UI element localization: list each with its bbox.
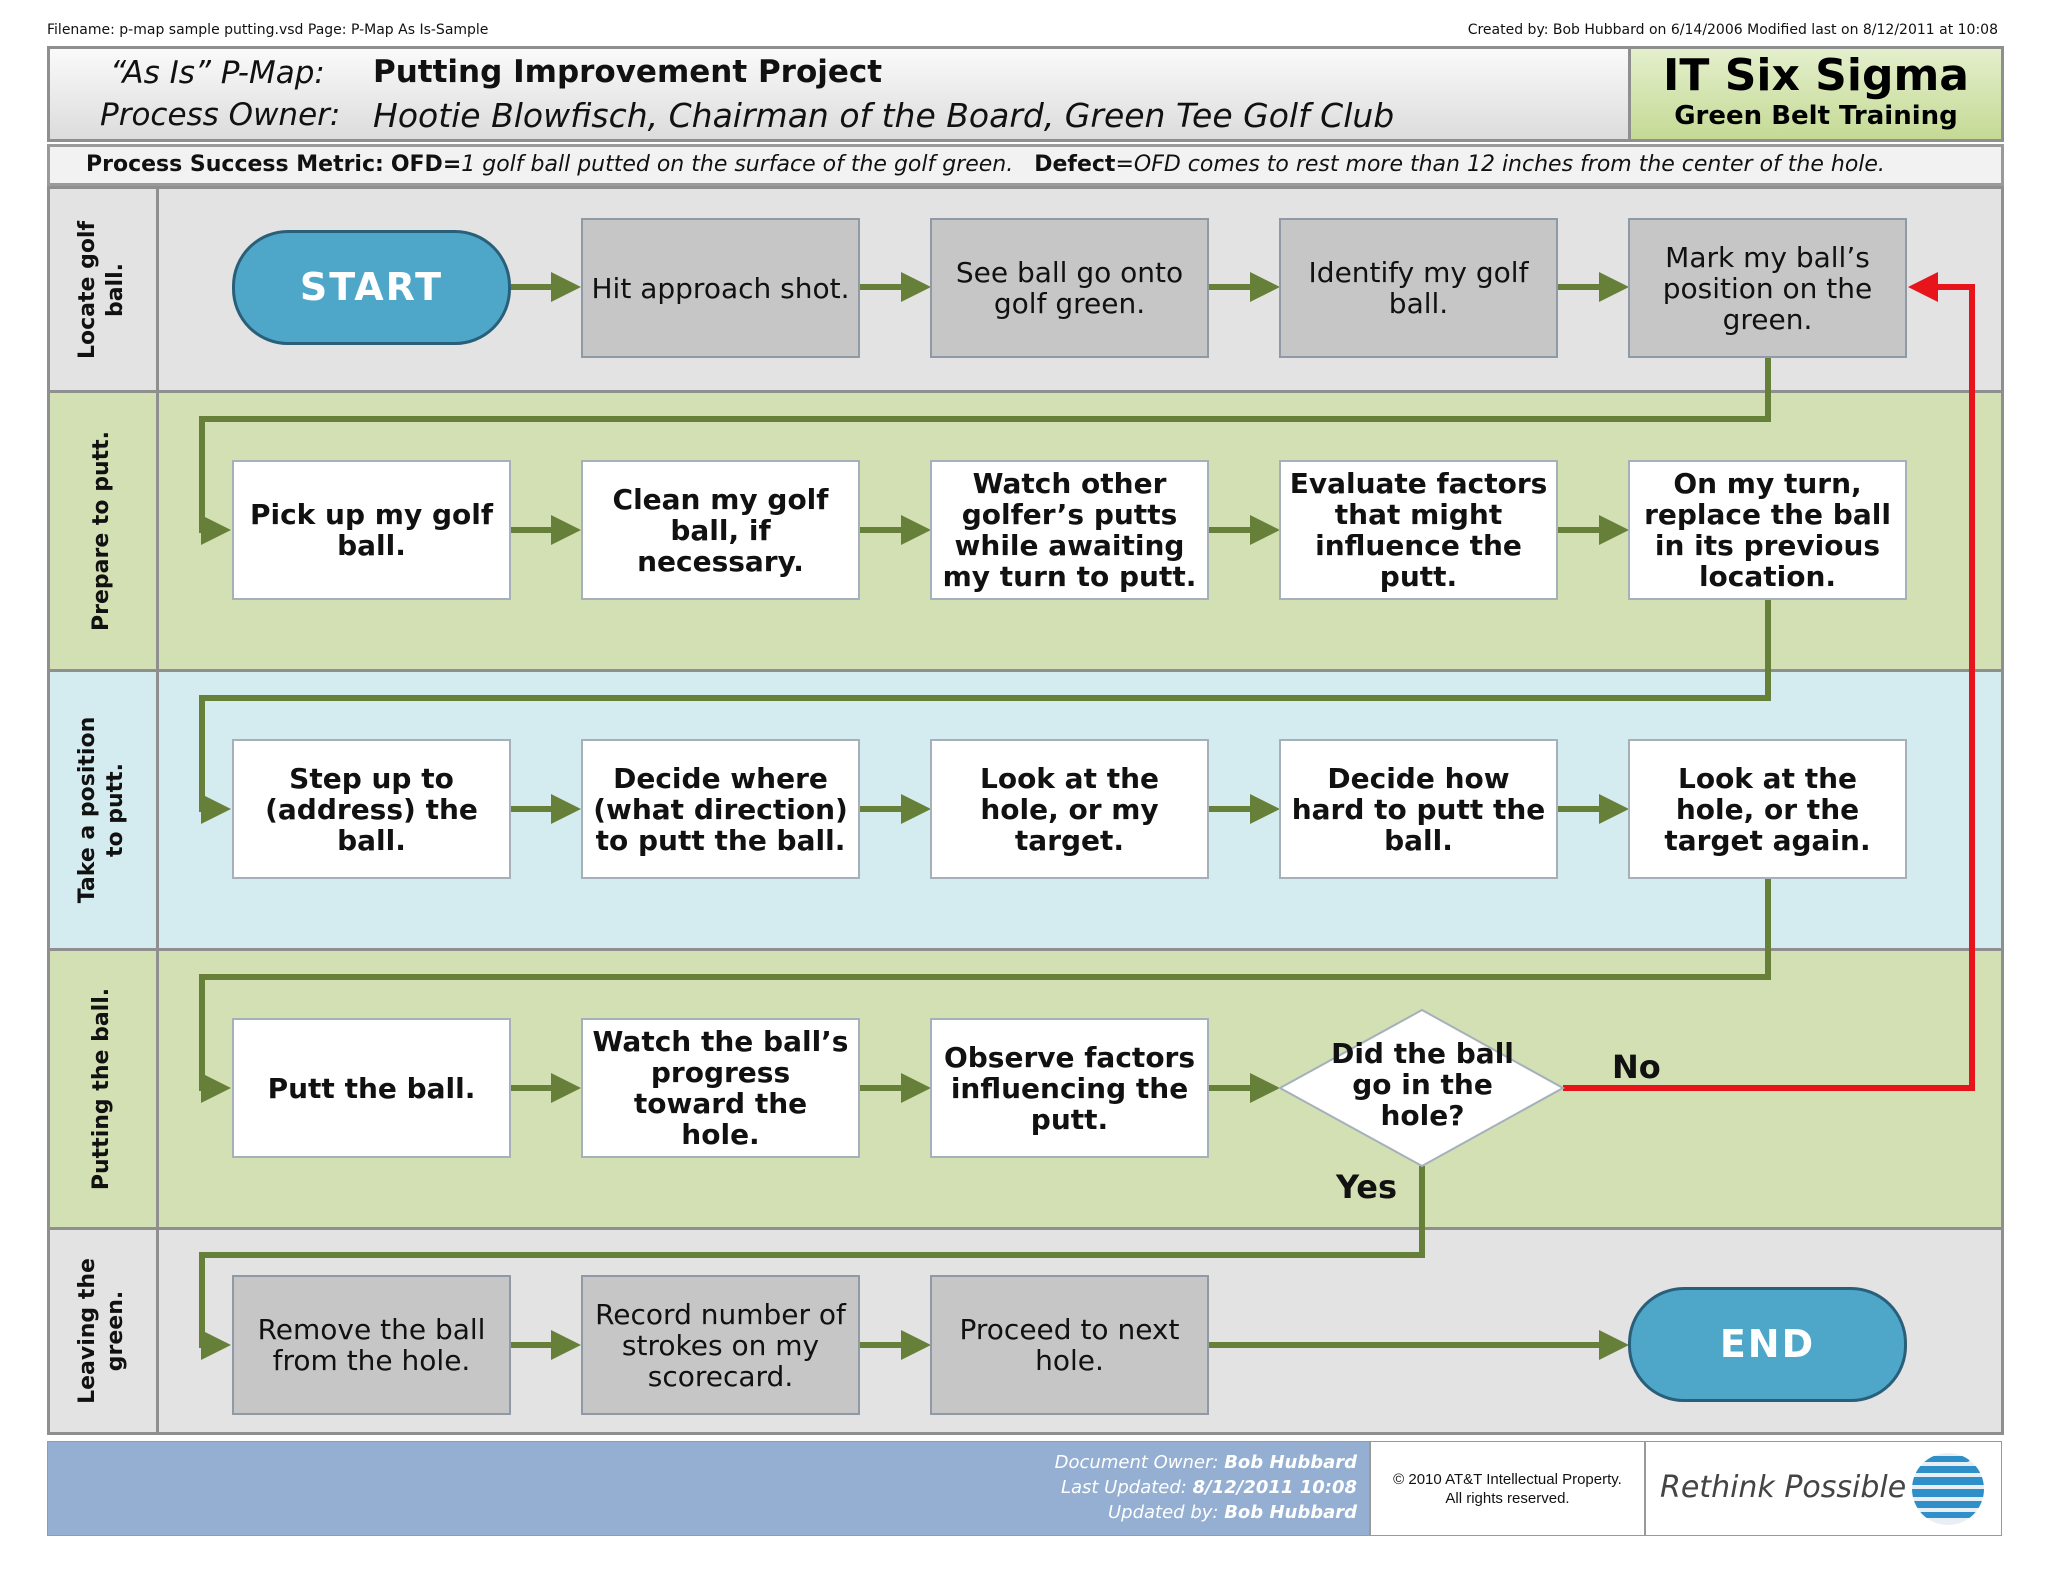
defect-text: =OFD comes to rest more than 12 inches f…: [1115, 152, 1885, 177]
brand-title: IT Six Sigma: [1663, 50, 1969, 101]
step-see-ball: See ball go onto golf green.: [930, 218, 1209, 358]
end-terminal: END: [1628, 1287, 1907, 1402]
step-decide-direction: Decide where (what direction) to putt th…: [581, 739, 860, 879]
decision-label: Did the ball go in the hole?: [1331, 1037, 1514, 1132]
arrow: [199, 358, 1771, 545]
updated-label: Last Updated:: [1060, 1477, 1187, 1498]
step-record-strokes: Record number of strokes on my scorecard…: [581, 1275, 860, 1415]
owner-label: Document Owner:: [1054, 1452, 1219, 1473]
copyright: © 2010 AT&T Intellectual Property.All ri…: [1370, 1441, 1645, 1536]
doc-owner: Bob Hubbard: [1224, 1452, 1357, 1473]
step-clean-ball: Clean my golf ball, if necessary.: [581, 460, 860, 600]
logo-panel: Rethink Possible: [1645, 1441, 2002, 1536]
step-pick-up: Pick up my golf ball.: [232, 460, 511, 600]
footer: Document Owner: Bob Hubbard Last Updated…: [47, 1441, 2002, 1536]
brand-panel: IT Six Sigma Green Belt Training: [1628, 46, 2004, 142]
step-mark-ball: Mark my ball’s position on the green.: [1628, 218, 1907, 358]
step-address-ball: Step up to (address) the ball.: [232, 739, 511, 879]
step-decide-hard: Decide how hard to putt the ball.: [1279, 739, 1558, 879]
tagline: Rethink Possible: [1660, 1470, 1907, 1505]
step-look-again: Look at the hole, or the target again.: [1628, 739, 1907, 879]
ofd-text: 1 golf ball putted on the surface of the…: [461, 152, 1014, 177]
start-terminal: START: [232, 230, 511, 345]
ofd-key: OFD=: [390, 152, 462, 177]
success-metric: Process Success Metric: OFD=1 golf ball …: [47, 144, 2004, 186]
arrow: [199, 1166, 1425, 1360]
project-title: Putting Improvement Project: [373, 54, 883, 90]
file-info: Filename: p-map sample putting.vsd Page:…: [47, 22, 489, 38]
step-watch-others: Watch other golfer’s putts while awaitin…: [930, 460, 1209, 600]
defect-key: Defect: [1034, 152, 1116, 177]
step-evaluate-factors: Evaluate factors that might influence th…: [1279, 460, 1558, 600]
created-info: Created by: Bob Hubbard on 6/14/2006 Mod…: [1467, 22, 1998, 38]
step-hit-approach: Hit approach shot.: [581, 218, 860, 358]
copyright-line: All rights reserved.: [1445, 1489, 1570, 1507]
footer-meta: Document Owner: Bob Hubbard Last Updated…: [1055, 1450, 1357, 1525]
step-observe-factors: Observe factors influencing the putt.: [930, 1018, 1209, 1158]
copyright-line: © 2010 AT&T Intellectual Property.: [1393, 1470, 1622, 1488]
metric-label: Process Success Metric:: [86, 152, 384, 177]
updated-by-label: Updated by:: [1107, 1502, 1219, 1523]
arrow: [199, 878, 1771, 1103]
step-replace-ball: On my turn, replace the ball in its prev…: [1628, 460, 1907, 600]
owner-label: Process Owner:: [100, 97, 341, 133]
lane-label-putting: Putting the ball.: [47, 948, 159, 1230]
no-label: No: [1612, 1048, 1661, 1086]
updated-by: Bob Hubbard: [1224, 1502, 1357, 1523]
step-identify-ball: Identify my golf ball.: [1279, 218, 1558, 358]
step-putt-ball: Putt the ball.: [232, 1018, 511, 1158]
pmap-label: “As Is” P-Map:: [110, 55, 325, 91]
step-watch-progress: Watch the ball’s progress toward the hol…: [581, 1018, 860, 1158]
yes-label: Yes: [1336, 1168, 1397, 1206]
brand-subtitle: Green Belt Training: [1674, 101, 1958, 131]
lane-label-prepare: Prepare to putt.: [47, 390, 159, 672]
footer-meta-panel: Document Owner: Bob Hubbard Last Updated…: [47, 1441, 1370, 1536]
step-next-hole: Proceed to next hole.: [930, 1275, 1209, 1415]
process-owner: Hootie Blowfisch, Chairman of the Board,…: [373, 96, 1395, 135]
decision-diamond: [1277, 1008, 1566, 1168]
arrow: [199, 599, 1771, 824]
no-loop-arrow: [1563, 272, 1975, 1091]
att-globe-icon: [1912, 1453, 1984, 1525]
step-remove-ball: Remove the ball from the hole.: [232, 1275, 511, 1415]
last-updated: 8/12/2011 10:08: [1192, 1477, 1357, 1498]
step-look-hole: Look at the hole, or my target.: [930, 739, 1209, 879]
